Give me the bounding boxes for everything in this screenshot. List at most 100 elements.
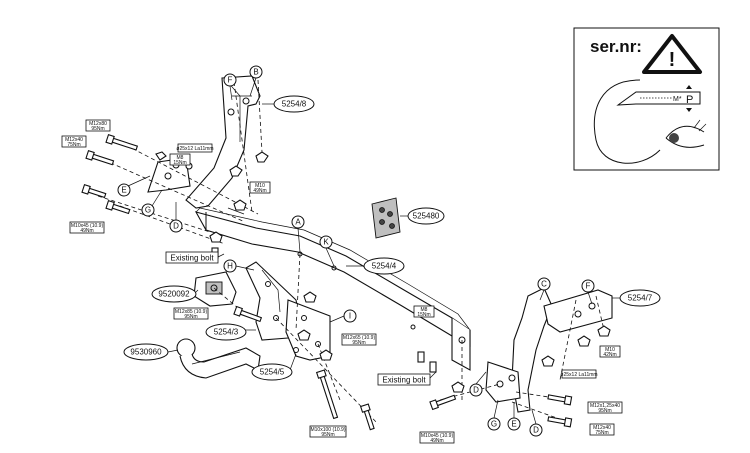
part-tag-5254-7: 5254/7 <box>612 289 661 307</box>
svg-text:95Nm: 95Nm <box>184 314 197 320</box>
svg-text:M8: M8 <box>177 155 184 161</box>
bolt-spec-s6: M10x45 (10.9) 49Nm <box>69 221 105 234</box>
svg-text:15Nm: 15Nm <box>417 312 430 318</box>
callout-A: A <box>291 215 305 253</box>
callout-E-left: E <box>117 175 151 197</box>
existing-bolt-left: Existing bolt <box>165 251 225 264</box>
svg-text:E: E <box>511 420 516 429</box>
towball-9530960 <box>176 338 261 379</box>
bolt-spec-s14: M12x1,25x40 95Nm <box>587 401 623 414</box>
part-tag-9520092: 9520092 <box>151 285 199 303</box>
bolt-spec-s8: M12x65 (10.9) 95Nm <box>341 333 377 346</box>
svg-text:49Nm: 49Nm <box>430 438 443 444</box>
svg-text:H: H <box>227 262 233 271</box>
part-number-label: 5254/4 <box>372 262 397 271</box>
existing-bolt-right: Existing bolt <box>377 371 437 386</box>
callout-H: H <box>223 259 255 273</box>
callout-F-upper: F <box>223 73 237 101</box>
callout-D-right: D <box>529 409 543 437</box>
svg-text:15Nm: 15Nm <box>173 160 186 166</box>
part-number-label: 9520092 <box>158 290 190 299</box>
callout-D-left: D <box>169 202 183 233</box>
bolt-spec-s11: M10x45 (10.9) 49Nm <box>419 431 455 444</box>
warning-mark: ! <box>669 49 676 71</box>
bolt-spec-s7: M12x85 (10.9) 95Nm <box>173 307 209 320</box>
serial-title: ser.nr: <box>590 37 642 56</box>
callout-C: C <box>537 277 551 301</box>
bolt-spec-s1: M12x80 95Nm <box>85 119 111 132</box>
svg-text:M12x40: M12x40 <box>65 137 83 143</box>
svg-text:75Nm: 75Nm <box>595 430 608 436</box>
arrow-down-icon <box>686 85 692 89</box>
svg-text:G: G <box>145 206 151 215</box>
svg-text:95Nm: 95Nm <box>321 432 334 438</box>
svg-text:D: D <box>173 222 179 231</box>
bolt-spec-s13: ø25x12 La11mm <box>560 369 598 379</box>
serial-plate-mark: M* <box>673 96 682 103</box>
existing-bolt-label: Existing bolt <box>382 376 426 385</box>
bolt-spec-s9: M8 15Nm <box>413 305 435 318</box>
electrical-kit-525480 <box>371 197 401 239</box>
svg-text:F: F <box>586 282 591 291</box>
towbar-neck-outline <box>593 79 661 164</box>
svg-text:M12x40: M12x40 <box>593 425 611 431</box>
svg-text:C: C <box>541 280 547 289</box>
svg-text:M10x100 (10.9): M10x100 (10.9) <box>310 427 345 433</box>
svg-text:M12x80: M12x80 <box>89 121 107 127</box>
bolt-spec-s12: M10 42Nm <box>599 345 621 358</box>
arrow-up-icon <box>686 108 692 112</box>
bracket-5254-8 <box>147 75 261 209</box>
bolt-spec-s3: M8 15Nm <box>169 153 191 166</box>
part-tag-9530960: 9530960 <box>123 343 179 361</box>
warning-triangle-icon <box>642 34 702 74</box>
part-number-label: 525480 <box>413 212 440 221</box>
svg-text:M12x65 (10.9): M12x65 (10.9) <box>343 335 376 341</box>
bolts-upper-left <box>81 133 269 215</box>
svg-text:F: F <box>228 76 233 85</box>
part-number-label: 5254/7 <box>628 294 653 303</box>
svg-text:A: A <box>295 218 301 227</box>
callout-I: I <box>329 309 357 323</box>
callout-D-mid: D <box>469 371 487 397</box>
bolt-spec-s5: M10 49Nm <box>249 181 271 194</box>
svg-text:M12x85 (10.9): M12x85 (10.9) <box>175 309 208 315</box>
part-number-label: 5254/5 <box>260 368 285 377</box>
callout-G-right: G <box>487 399 501 431</box>
callout-K: K <box>319 235 335 267</box>
part-tag-5254-5: 5254/5 <box>251 353 297 381</box>
svg-text:M10: M10 <box>255 183 265 189</box>
part-number-label: 5254/3 <box>214 328 239 337</box>
svg-text:M12x1,25x40: M12x1,25x40 <box>590 403 620 409</box>
svg-text:49Nm: 49Nm <box>253 188 266 194</box>
callout-E-right: E <box>507 402 521 431</box>
svg-text:42Nm: 42Nm <box>603 352 616 358</box>
bolt-spec-s4: ø25x12 La11mm <box>176 143 214 153</box>
svg-text:95Nm: 95Nm <box>598 408 611 414</box>
serial-plate <box>616 91 701 106</box>
svg-text:ø25x12 La11mm: ø25x12 La11mm <box>176 146 213 152</box>
existing-bolt-label: Existing bolt <box>170 254 214 263</box>
assembly-lines-upper-left <box>97 79 263 245</box>
callout-B: B <box>249 65 263 97</box>
bolt-spec-s15: M12x40 75Nm <box>589 423 615 436</box>
callout-G-left: G <box>141 189 163 217</box>
svg-text:95Nm: 95Nm <box>91 126 104 132</box>
svg-text:I: I <box>349 312 351 321</box>
svg-text:49Nm: 49Nm <box>80 228 93 234</box>
svg-text:M10x45 (10.9): M10x45 (10.9) <box>421 433 454 439</box>
svg-text:B: B <box>253 68 258 77</box>
part-number-label: 9530960 <box>130 348 162 357</box>
part-tag-525480: 525480 <box>400 207 445 225</box>
callout-letters: F B E G D A K H I C F D G E D <box>117 65 595 437</box>
svg-text:D: D <box>533 426 539 435</box>
part-tag-5254-3: 5254/3 <box>205 323 256 341</box>
svg-text:M10: M10 <box>605 347 615 353</box>
part-tag-5254-8: 5254/8 <box>262 95 315 113</box>
svg-text:75Nm: 75Nm <box>67 142 80 148</box>
svg-text:E: E <box>121 186 126 195</box>
svg-text:D: D <box>473 386 479 395</box>
svg-text:M10x45 (10.9): M10x45 (10.9) <box>71 223 104 229</box>
part-number-label: 5254/8 <box>282 100 307 109</box>
bolt-spec-s10: M10x100 (10.9) 95Nm <box>309 425 347 438</box>
